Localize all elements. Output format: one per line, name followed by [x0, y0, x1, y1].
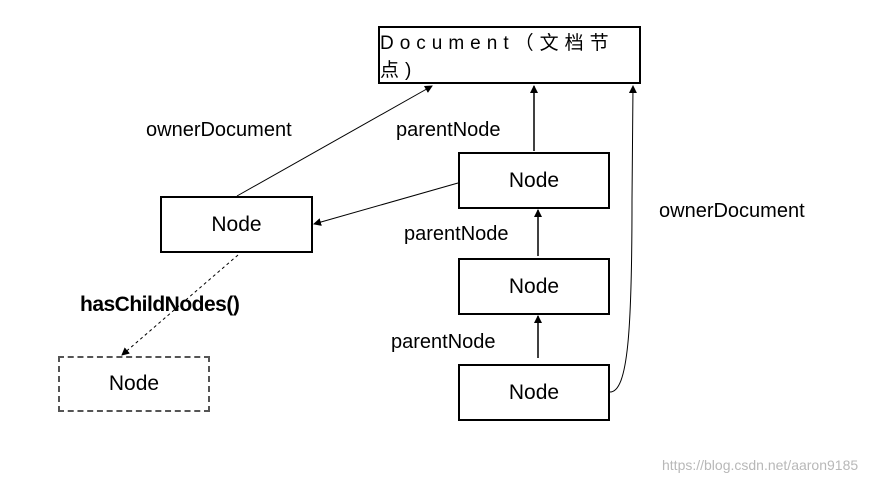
right-mid-node-label: Node — [508, 274, 560, 298]
edge-sibling-reference — [313, 182, 459, 226]
watermark-url: https://blog.csdn.net/aaron9185 — [662, 457, 859, 473]
document-node: Document（文档节点) — [378, 26, 641, 84]
right-bottom-node-label: Node — [508, 380, 560, 404]
right-top-node: Node — [458, 152, 610, 209]
edge-has-child-nodes — [121, 254, 239, 356]
edge-left-owner-document — [236, 85, 433, 197]
left-node: Node — [160, 196, 313, 253]
owner-document-left-label: ownerDocument — [146, 119, 292, 141]
right-bottom-node: Node — [458, 364, 610, 421]
child-node-label: Node — [108, 372, 160, 395]
left-node-label: Node — [211, 212, 262, 236]
has-child-nodes-label: hasChildNodes() — [80, 293, 240, 316]
parent-node-label-1: parentNode — [396, 119, 501, 141]
parent-node-label-3: parentNode — [391, 331, 496, 353]
owner-document-right-label: ownerDocument — [659, 200, 805, 222]
parent-node-label-2: parentNode — [404, 223, 509, 245]
child-node: Node — [58, 356, 210, 412]
document-node-label: Document（文档节点) — [380, 33, 615, 81]
edge-right-owner-document — [609, 85, 637, 393]
right-top-node-label: Node — [508, 168, 560, 192]
right-mid-node: Node — [458, 258, 610, 315]
